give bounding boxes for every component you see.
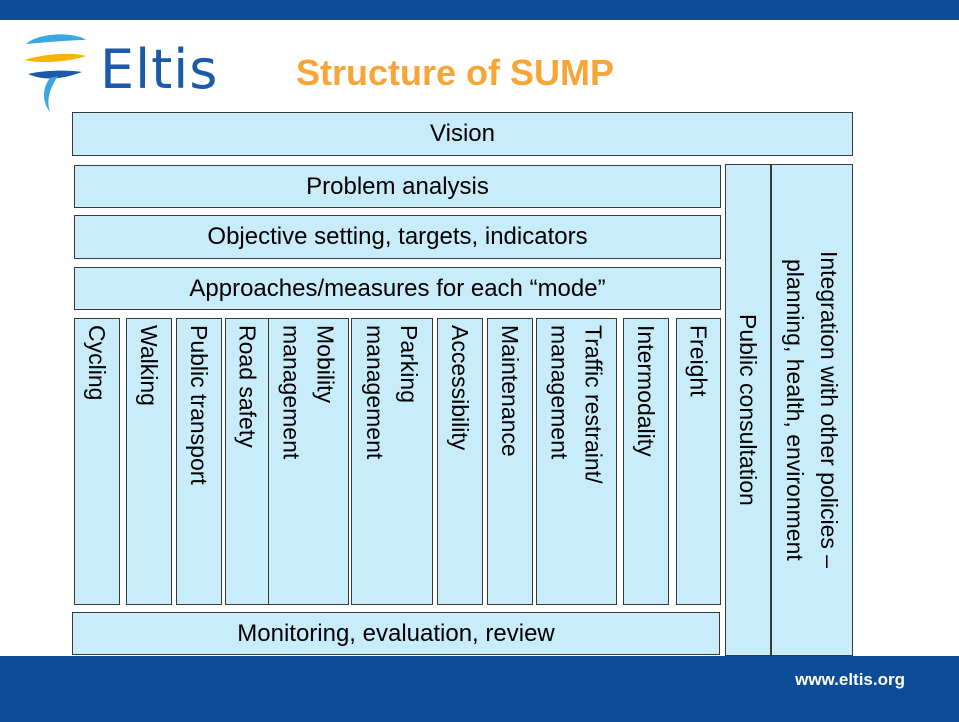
mode-box-public-transport: Public transport xyxy=(176,318,222,605)
mode-label: Intermodality xyxy=(633,325,659,457)
integration-label: Integration with other policies – xyxy=(816,251,842,569)
eltis-swirl-logo-icon xyxy=(24,34,86,112)
mode-label: Parking xyxy=(396,325,422,403)
mode-label: Maintenance xyxy=(497,325,523,457)
mode-box-intermodality: Intermodality xyxy=(623,318,669,605)
objective-setting-label: Objective setting, targets, indicators xyxy=(207,223,588,250)
mode-box-freight: Freight xyxy=(676,318,721,605)
mode-box-accessibility: Accessibility xyxy=(437,318,483,605)
mode-box-road-safety: Road safety xyxy=(225,318,270,605)
mode-label: Traffic restraint/ xyxy=(580,325,607,484)
vision-box: Vision xyxy=(72,112,853,156)
footer-url: www.eltis.org xyxy=(795,670,905,689)
mode-box-mobility-management: Mobility management xyxy=(268,318,349,605)
problem-analysis-label: Problem analysis xyxy=(306,172,489,200)
mode-label: management xyxy=(546,325,573,460)
monitoring-box: Monitoring, evaluation, review xyxy=(72,612,720,655)
eltis-logo-text: Eltis xyxy=(100,38,219,101)
vision-label: Vision xyxy=(430,120,495,147)
integration-label: planning, health, environment xyxy=(782,259,808,561)
mode-label: Public transport xyxy=(186,325,212,485)
mode-label: management xyxy=(362,325,388,460)
public-consultation-label: Public consultation xyxy=(735,314,761,506)
public-consultation-box: Public consultation xyxy=(725,164,771,656)
mode-label: Mobility xyxy=(312,325,339,403)
footer-strip xyxy=(0,701,959,722)
mode-box-traffic-restraint: Traffic restraint/management xyxy=(536,318,617,605)
mode-box-walking: Walking xyxy=(126,318,172,605)
approaches-box: Approaches/measures for each “mode” xyxy=(74,267,721,310)
integration-box: Integration with other policies – plannin… xyxy=(771,164,853,656)
objective-setting-box: Objective setting, targets, indicators xyxy=(74,215,721,259)
mode-label: management xyxy=(278,325,305,460)
monitoring-label: Monitoring, evaluation, review xyxy=(237,619,555,647)
approaches-label: Approaches/measures for each “mode” xyxy=(189,274,606,302)
mode-label: Cycling xyxy=(84,325,110,401)
mode-label: Walking xyxy=(136,325,162,406)
mode-label: Road safety xyxy=(234,325,261,448)
mode-label: Accessibility xyxy=(447,325,473,451)
footer-bar xyxy=(0,656,959,701)
mode-box-cycling: Cycling xyxy=(74,318,120,605)
header-bar xyxy=(0,0,959,20)
problem-analysis-box: Problem analysis xyxy=(74,165,721,208)
page-title: Structure of SUMP xyxy=(296,52,615,93)
mode-label: Freight xyxy=(685,325,712,397)
mode-box-maintenance: Maintenance xyxy=(487,318,533,605)
mode-box-parking-management: Parking management xyxy=(351,318,433,605)
